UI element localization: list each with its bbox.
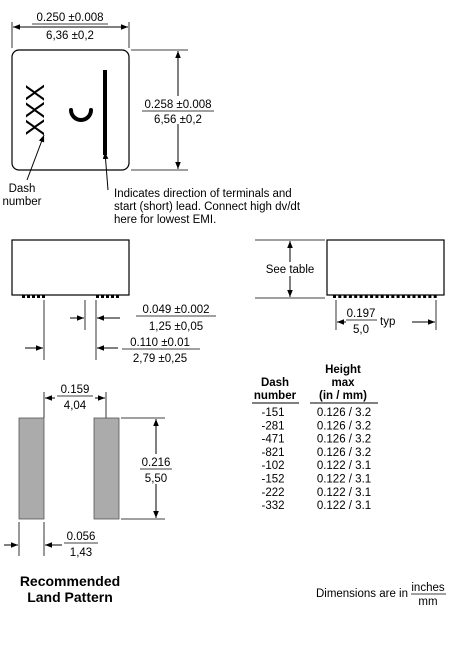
table-header-height-1: Height <box>325 364 361 376</box>
height-table: Dash number Height max (in / mm) -151 0.1… <box>252 364 378 512</box>
component-body-side <box>11 239 130 296</box>
table-row: -102 0.122 / 3.1 <box>261 460 371 472</box>
height-max-cell: 0.126 / 3.2 <box>317 434 371 446</box>
land-pad-left <box>18 417 45 520</box>
dash-marking: XXX <box>20 84 50 136</box>
note-line3: here for lowest EMI. <box>114 214 216 226</box>
start-lead-stripe <box>103 70 107 155</box>
table-body: -151 0.126 / 3.2 -281 0.126 / 3.2 -471 0.126 … <box>261 407 371 512</box>
table-row: -152 0.122 / 3.1 <box>261 474 371 486</box>
table-header-height-3: (in / mm) <box>319 390 367 402</box>
table-header-height-2: max <box>331 377 355 389</box>
table-row: -332 0.122 / 3.1 <box>261 500 371 512</box>
dash-label-line2: number <box>3 196 42 208</box>
height-max-cell: 0.122 / 3.1 <box>317 474 371 486</box>
terminal-right <box>96 295 119 298</box>
side-view-front: 0.049 ±0.002 1,25 ±0,05 0.110 ±0.01 2,79… <box>11 239 216 365</box>
height-max-cell: 0.126 / 3.2 <box>317 420 371 432</box>
terminal-row <box>333 295 437 298</box>
units-note: Dimensions are in inches mm <box>316 582 446 608</box>
table-row: -471 0.126 / 3.2 <box>261 434 371 446</box>
pad-height-inches: 0.216 <box>142 457 171 469</box>
span-mm: 2,79 ±0,25 <box>133 353 187 365</box>
height-mm: 6,56 ±0,2 <box>154 114 202 126</box>
dash-number-cell: -151 <box>261 407 284 419</box>
units-top: inches <box>411 582 444 594</box>
pad-height-mm: 5,50 <box>145 473 167 485</box>
table-row: -821 0.126 / 3.2 <box>261 447 371 459</box>
land-pattern: 0.159 4,04 0.216 5,50 0.056 1,43 Recomme… <box>4 381 174 605</box>
height-max-cell: 0.126 / 3.2 <box>317 407 371 419</box>
width-inches: 0.250 ±0.008 <box>36 12 103 24</box>
dash-number-cell: -332 <box>261 500 284 512</box>
gap-inches: 0.159 <box>61 384 90 396</box>
top-view: 0.250 ±0.008 6,36 ±0,2 XXX 0.258 ±0.008 … <box>3 12 301 226</box>
height-label-bg <box>140 96 216 124</box>
table-row: -281 0.126 / 3.2 <box>261 420 371 432</box>
gap-mm: 4,04 <box>64 400 87 412</box>
height-max-cell: 0.122 / 3.1 <box>317 487 371 499</box>
width-mm: 6,36 ±0,2 <box>46 30 94 42</box>
table-header-dash-1: Dash <box>261 377 289 389</box>
note-leader <box>102 151 109 191</box>
land-pattern-title-1: Recommended <box>20 573 120 589</box>
pitch-inches: 0.197 <box>347 308 376 320</box>
see-table-bg <box>258 262 322 276</box>
land-pattern-title-2: Land Pattern <box>27 589 113 605</box>
dash-leader <box>26 134 45 181</box>
table-row: -151 0.126 / 3.2 <box>261 407 371 419</box>
height-max-cell: 0.122 / 3.1 <box>317 500 371 512</box>
dash-number-cell: -152 <box>261 474 284 486</box>
term-width-inches: 0.049 ±0.002 <box>142 304 209 316</box>
dash-number-cell: -821 <box>261 447 284 459</box>
component-body-end <box>326 239 445 296</box>
side-view-end: See table 0.197 5,0 typ <box>255 239 445 336</box>
see-table-label: See table <box>266 264 315 276</box>
units-prefix: Dimensions are in <box>316 588 408 600</box>
table-header-dash-2: number <box>254 390 297 402</box>
pad-width-inches: 0.056 <box>67 531 96 543</box>
note-line2: start (short) lead. Connect high dv/dt <box>114 201 301 213</box>
span-inches: 0.110 ±0.01 <box>130 337 190 349</box>
dash-number-cell: -281 <box>261 420 284 432</box>
start-lead-glyph <box>69 108 93 122</box>
dash-number-cell: -222 <box>261 487 284 499</box>
height-max-cell: 0.122 / 3.1 <box>317 460 371 472</box>
height-inches: 0.258 ±0.008 <box>144 99 211 111</box>
dash-number-cell: -471 <box>261 434 284 446</box>
pad-width-mm: 1,43 <box>70 547 92 559</box>
units-bottom: mm <box>418 596 437 608</box>
terminal-left <box>22 295 45 298</box>
land-pad-right <box>93 417 120 520</box>
pitch-typ: typ <box>380 316 395 328</box>
note-line1: Indicates direction of terminals and <box>114 188 292 200</box>
table-row: -222 0.122 / 3.1 <box>261 487 371 499</box>
height-max-cell: 0.126 / 3.2 <box>317 447 371 459</box>
dash-label-line1: Dash <box>9 183 36 195</box>
term-width-mm: 1,25 ±0,05 <box>149 321 203 333</box>
dash-number-cell: -102 <box>261 460 284 472</box>
pitch-mm: 5,0 <box>353 324 369 336</box>
